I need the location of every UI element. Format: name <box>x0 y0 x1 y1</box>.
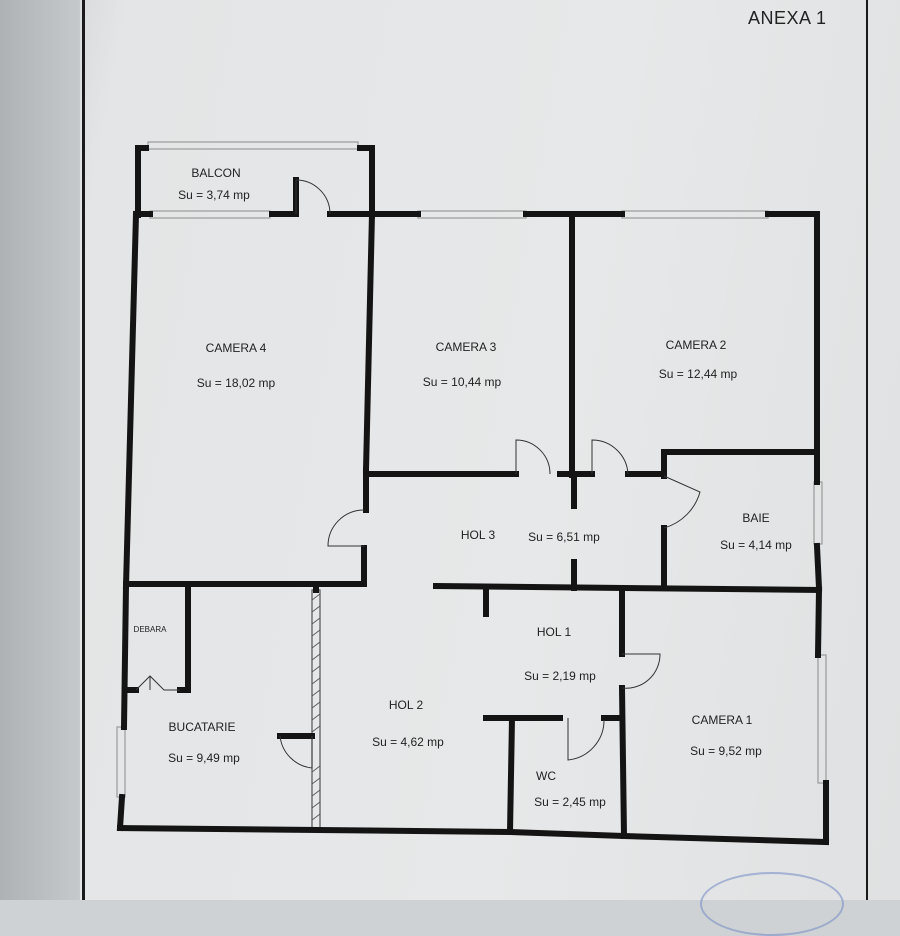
wall-hol1-right <box>618 589 628 840</box>
windows <box>116 141 827 798</box>
wall-hol-bottom <box>432 582 823 594</box>
window-camera4 <box>149 210 271 219</box>
annex-title: ANEXA 1 <box>748 8 827 28</box>
label-bucatarie-area: Su = 9,49 mp <box>168 751 240 765</box>
label-camera4-area: Su = 18,02 mp <box>197 376 276 390</box>
wall-bottom <box>116 824 830 846</box>
door-wc <box>567 718 605 761</box>
page-border-right <box>866 0 868 900</box>
wall-debara-right <box>177 585 191 693</box>
label-baie-area: Su = 4,14 mp <box>720 538 792 552</box>
door-camera1 <box>621 653 661 689</box>
door-camera3 <box>515 439 551 475</box>
partition-hatched <box>311 589 321 831</box>
wall-outer-left-lower <box>116 582 130 832</box>
door-hol2 <box>279 735 313 769</box>
label-hol1-name: HOL 1 <box>537 625 572 639</box>
page-edge-shadow <box>0 0 80 900</box>
window-bucatarie <box>116 726 126 798</box>
page-border-left <box>82 0 85 900</box>
label-balcon-area: Su = 3,74 mp <box>178 188 250 202</box>
label-camera3-name: CAMERA 3 <box>436 340 497 354</box>
door-camera2 <box>591 439 629 475</box>
walls <box>116 145 830 846</box>
wall-camera4-bottom <box>123 545 367 587</box>
label-hol3-name: HOL 3 <box>461 528 496 542</box>
glass-partition <box>311 589 321 831</box>
wall-camera4-camera3 <box>362 210 376 474</box>
wall-wc-left <box>506 714 516 836</box>
label-camera4-name: CAMERA 4 <box>206 341 267 355</box>
door-camera4 <box>327 509 365 547</box>
window-camera2 <box>621 210 769 219</box>
window-camera3 <box>417 210 527 219</box>
door-debara <box>135 675 180 691</box>
room-labels: BALCON Su = 3,74 mp CAMERA 4 Su = 18,02 … <box>134 166 793 809</box>
floor-plan: BALCON Su = 3,74 mp CAMERA 4 Su = 18,02 … <box>116 141 830 846</box>
label-camera1-name: CAMERA 1 <box>692 713 753 727</box>
label-hol2-name: HOL 2 <box>389 698 424 712</box>
label-camera2-name: CAMERA 2 <box>666 338 727 352</box>
label-hol2-area: Su = 4,62 mp <box>372 735 444 749</box>
door-baie <box>663 475 701 529</box>
wall-outer-left-upper <box>122 210 140 590</box>
label-hol1-area: Su = 2,19 mp <box>524 669 596 683</box>
window-camera1 <box>817 654 827 784</box>
label-balcon-name: BALCON <box>191 166 240 180</box>
label-wc-name: WC <box>536 769 556 783</box>
label-bucatarie-name: BUCATARIE <box>169 720 236 734</box>
window-balcon <box>147 141 359 150</box>
wall-baie-right <box>813 449 823 592</box>
label-camera1-area: Su = 9,52 mp <box>690 744 762 758</box>
label-baie-name: BAIE <box>742 511 769 525</box>
door-balcon <box>295 179 331 215</box>
label-debara-name: DEBARA <box>134 625 168 634</box>
doors <box>135 179 701 769</box>
stamp-seal <box>700 872 844 936</box>
label-camera3-area: Su = 10,44 mp <box>423 375 502 389</box>
hatch-lines <box>311 593 321 821</box>
label-camera2-area: Su = 12,44 mp <box>659 367 738 381</box>
label-hol3-area: Su = 6,51 mp <box>528 530 600 544</box>
wall-outer-right-lower <box>814 586 829 845</box>
window-baie <box>813 481 823 545</box>
label-wc-area: Su = 2,45 mp <box>534 795 606 809</box>
